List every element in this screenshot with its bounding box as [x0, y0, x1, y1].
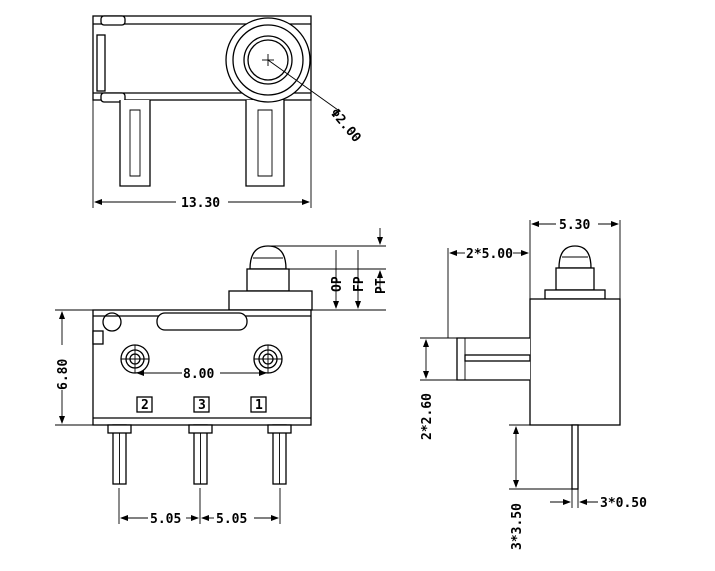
actuator-plunger: [246, 268, 290, 292]
pin-pitch-right: 5.05: [216, 512, 247, 527]
top-pin-left: [119, 100, 151, 187]
diameter-dimension: Φ2.00: [327, 106, 364, 146]
side-view: 5.30 2*5.00 2*2.60 3*3.50 3*0.50: [420, 218, 647, 550]
actuator-dome: [249, 245, 287, 270]
front-view: 8.00 2 3 1 6.80: [55, 228, 389, 527]
side-offset-dimension: 2*5.00: [466, 247, 513, 262]
top-pin-right: [245, 100, 285, 187]
side-height-dimension: 2*2.60: [420, 393, 435, 440]
pt-label: PT: [374, 278, 389, 294]
side-actuator-plunger: [555, 267, 595, 291]
top-notch: [100, 15, 126, 26]
bottom-notch: [100, 92, 126, 103]
side-slot: [96, 34, 106, 92]
pin-label-2: 2: [141, 398, 149, 413]
front-pins: [107, 424, 292, 485]
pin-length-dimension: 3*3.50: [510, 503, 525, 550]
actuator-base: [228, 290, 313, 311]
side-pin-horizontal: [456, 337, 530, 381]
top-width-dimension: 13.30: [181, 196, 220, 211]
op-label: OP: [330, 276, 345, 292]
body-slot: [156, 312, 248, 331]
top-view: Φ2.00 13.30: [92, 15, 364, 211]
pin-pitch-left: 5.05: [150, 512, 181, 527]
pin-label-1: 1: [255, 398, 263, 413]
hole-left: [120, 344, 150, 374]
mounting-hole: [102, 312, 122, 332]
hole-right: [253, 344, 283, 374]
side-width-dimension: 5.30: [559, 218, 590, 233]
pin-label-3: 3: [198, 398, 206, 413]
hole-spacing-dimension: 8.00: [183, 367, 214, 382]
fp-label: FP: [352, 276, 367, 292]
side-pin-vertical: [571, 424, 579, 490]
height-dimension: 6.80: [56, 359, 71, 390]
pin-thickness-dimension: 3*0.50: [600, 496, 647, 511]
side-body: [529, 298, 621, 426]
